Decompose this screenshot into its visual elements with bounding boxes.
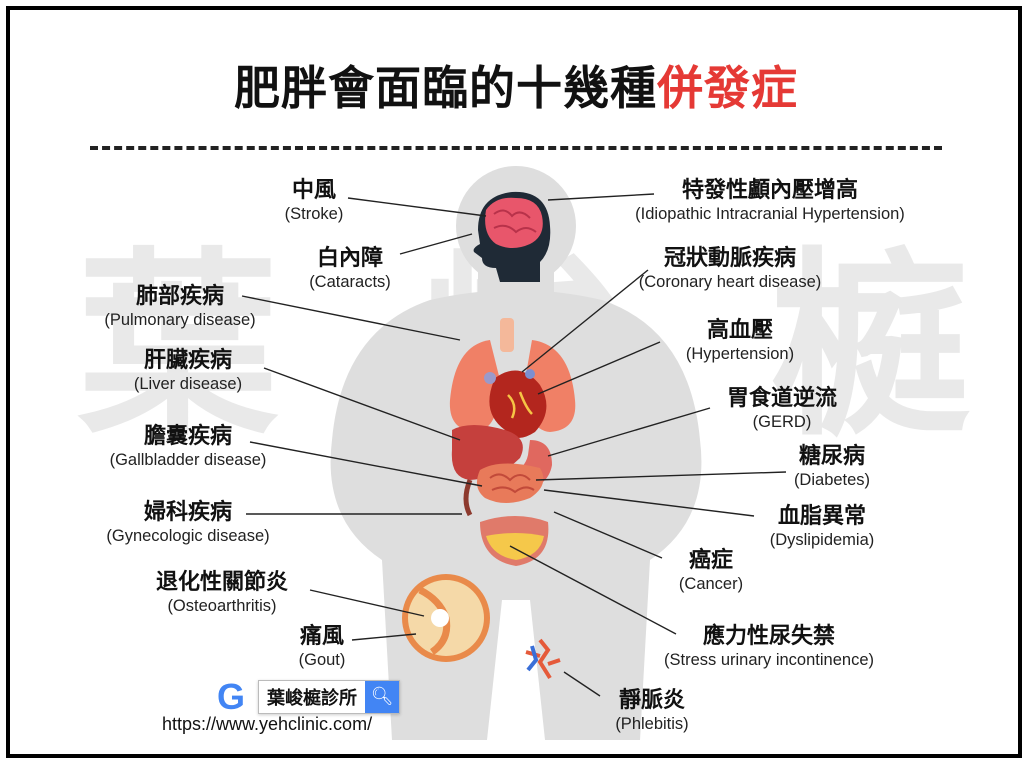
label-hypertension: 高血壓 (Hypertension)	[660, 318, 820, 364]
label-chd: 冠狀動脈疾病 (Coronary heart disease)	[604, 246, 856, 292]
google-g-icon: G	[216, 676, 245, 717]
label-stress-incontinence-en: (Stress urinary incontinence)	[663, 651, 874, 669]
watermark-char-1: 葉	[78, 231, 279, 464]
label-gallbladder-zh: 膽囊疾病	[143, 424, 232, 449]
bladder-icon	[480, 516, 549, 566]
intestines-icon	[463, 463, 544, 517]
label-diabetes-zh: 糖尿病	[798, 444, 865, 469]
label-osteoarthritis-en: (Osteoarthritis)	[167, 597, 277, 615]
label-chd-en: (Coronary heart disease)	[638, 273, 822, 291]
label-gout-en: (Gout)	[298, 651, 346, 669]
label-dyslipidemia: 血脂異常 (Dyslipidemia)	[746, 504, 898, 550]
heart-icon	[484, 369, 547, 439]
label-cancer: 癌症 (Cancer)	[656, 548, 766, 594]
label-diabetes-en: (Diabetes)	[793, 471, 871, 489]
label-gout-zh: 痛風	[299, 624, 344, 649]
label-stroke-zh: 中風	[291, 178, 336, 203]
label-gerd-en: (GERD)	[752, 413, 812, 431]
label-phlebitis-zh: 靜脈炎	[618, 688, 685, 713]
label-hypertension-en: (Hypertension)	[685, 345, 795, 363]
label-gynecologic: 婦科疾病 (Gynecologic disease)	[76, 500, 300, 546]
label-cataracts-zh: 白內障	[316, 246, 383, 271]
label-gallbladder-en: (Gallbladder disease)	[109, 451, 267, 469]
label-chd-zh: 冠狀動脈疾病	[663, 246, 796, 271]
label-liver-en: (Liver disease)	[133, 375, 243, 393]
label-hypertension-zh: 高血壓	[706, 318, 773, 343]
label-stress-incontinence-zh: 應力性尿失禁	[702, 624, 835, 649]
label-iih-en: (Idiopathic Intracranial Hypertension)	[635, 205, 905, 223]
label-phlebitis: 靜脈炎 (Phlebitis)	[592, 688, 712, 734]
search-logo[interactable]: G 葉峻榳診所 🔍︎	[212, 678, 400, 716]
label-iih-zh: 特發性顱內壓增高	[681, 178, 858, 203]
label-dyslipidemia-zh: 血脂異常	[777, 504, 866, 529]
label-gynecologic-zh: 婦科疾病	[143, 500, 232, 525]
title-highlight: 併發症	[657, 61, 798, 115]
label-gallbladder: 膽囊疾病 (Gallbladder disease)	[80, 424, 296, 470]
label-liver-zh: 肝臟疾病	[143, 348, 232, 373]
search-query: 葉峻榳診所	[267, 688, 357, 709]
watermark-char-3: 榳	[770, 231, 971, 464]
label-pulmonary-en: (Pulmonary disease)	[104, 311, 256, 329]
label-gout: 痛風 (Gout)	[282, 624, 362, 670]
label-phlebitis-en: (Phlebitis)	[615, 715, 689, 733]
label-pulmonary-zh: 肺部疾病	[135, 284, 224, 309]
dashed-divider	[90, 146, 942, 150]
clinic-url[interactable]: https://www.yehclinic.com/	[162, 714, 373, 734]
joint-icon	[402, 574, 490, 662]
label-gerd-zh: 胃食道逆流	[726, 386, 837, 411]
label-stress-incontinence: 應力性尿失禁 (Stress urinary incontinence)	[626, 624, 912, 670]
label-iih: 特發性顱內壓增高 (Idiopathic Intracranial Hypert…	[590, 178, 950, 224]
label-gerd: 胃食道逆流 (GERD)	[700, 386, 864, 432]
label-diabetes: 糖尿病 (Diabetes)	[772, 444, 892, 490]
label-osteoarthritis: 退化性關節炎 (Osteoarthritis)	[134, 570, 310, 616]
title-main: 肥胖會面臨的十幾種	[234, 61, 657, 115]
search-icon[interactable]: 🔍︎	[365, 681, 399, 713]
label-osteoarthritis-zh: 退化性關節炎	[155, 570, 288, 595]
label-dyslipidemia-en: (Dyslipidemia)	[769, 531, 875, 549]
label-cancer-en: (Cancer)	[678, 575, 744, 593]
head-profile-icon	[473, 191, 551, 282]
label-stroke: 中風 (Stroke)	[254, 178, 374, 224]
label-gynecologic-en: (Gynecologic disease)	[106, 527, 270, 545]
search-box[interactable]: 葉峻榳診所 🔍︎	[258, 680, 400, 714]
label-liver: 肝臟疾病 (Liver disease)	[106, 348, 270, 394]
vein-icon	[525, 638, 561, 680]
label-cataracts: 白內障 (Cataracts)	[280, 246, 420, 292]
border-frame	[6, 6, 1022, 758]
label-cancer-zh: 癌症	[688, 548, 733, 573]
label-pulmonary: 肺部疾病 (Pulmonary disease)	[74, 284, 286, 330]
page-title: 肥胖會面臨的十幾種併發症	[0, 52, 1032, 118]
label-stroke-en: (Stroke)	[284, 205, 344, 223]
label-cataracts-en: (Cataracts)	[309, 273, 391, 291]
